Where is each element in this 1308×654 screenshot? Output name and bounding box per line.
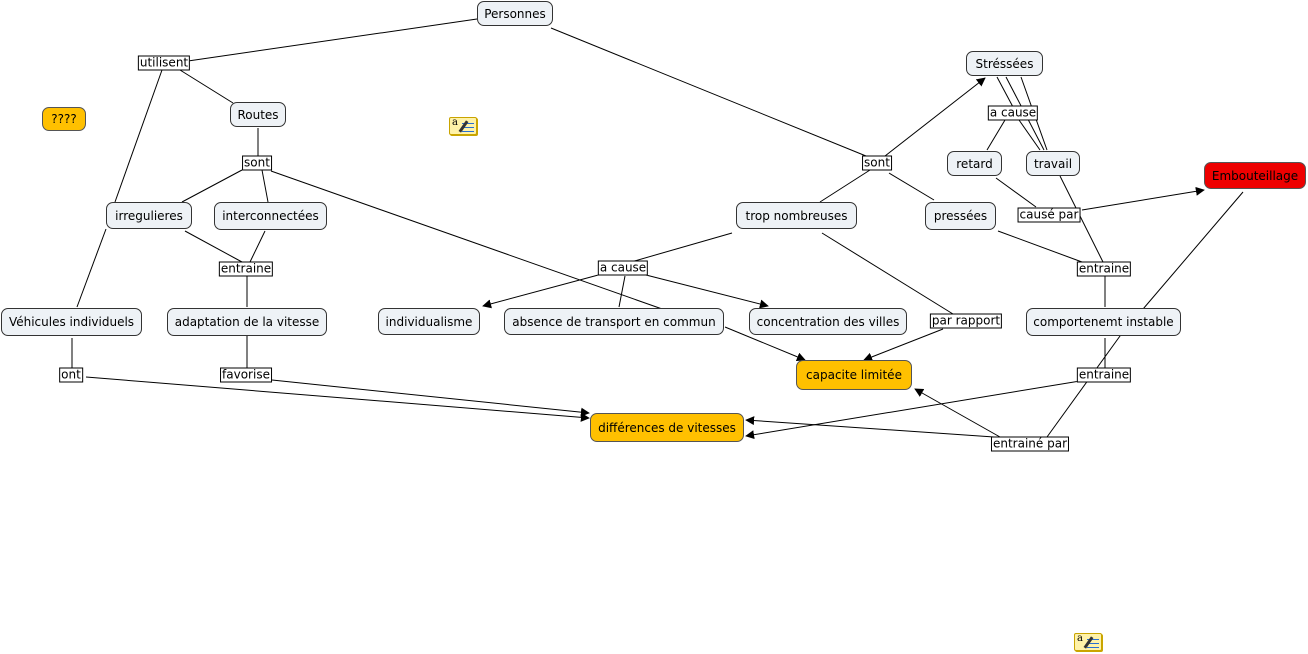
concept-unknown[interactable]: ????: [42, 107, 86, 131]
concept-concentration-villes[interactable]: concentration des villes: [749, 308, 907, 335]
link-entraine-par[interactable]: entrainé par: [990, 436, 1070, 452]
note-icon[interactable]: a: [1074, 633, 1102, 651]
concept-vehicules-individuels[interactable]: Véhicules individuels: [1, 308, 142, 336]
concept-capacite-limitee[interactable]: capacite limitée: [796, 360, 912, 390]
link-sont-personnes[interactable]: sont: [862, 155, 892, 171]
link-a-cause-trop[interactable]: a cause: [597, 260, 649, 276]
note-icon[interactable]: a: [449, 117, 477, 135]
concept-differences-vitesses[interactable]: différences de vitesses: [590, 413, 744, 442]
concept-adaptation-vitesse[interactable]: adaptation de la vitesse: [167, 308, 327, 336]
concept-absence-transport[interactable]: absence de transport en commun: [504, 308, 724, 335]
concept-pressees[interactable]: pressées: [925, 202, 996, 230]
link-entraine-comportement[interactable]: entraine: [1076, 261, 1132, 277]
link-favorise[interactable]: favorise: [220, 367, 272, 383]
link-utilisent[interactable]: utilisent: [137, 55, 191, 71]
concept-routes[interactable]: Routes: [230, 102, 286, 127]
concept-trop-nombreuses[interactable]: trop nombreuses: [736, 202, 857, 229]
concept-interconnectees[interactable]: interconnectées: [214, 202, 327, 230]
concept-retard[interactable]: retard: [947, 151, 1002, 176]
link-ont[interactable]: ont: [59, 367, 83, 383]
concept-comportement-instable[interactable]: comportenemt instable: [1026, 308, 1181, 336]
link-entraine-differences[interactable]: entraine: [1076, 367, 1132, 383]
concept-individualisme[interactable]: individualisme: [378, 308, 480, 335]
concept-irregulieres[interactable]: irregulieres: [106, 202, 192, 229]
concept-stressees[interactable]: Stréssées: [966, 51, 1043, 76]
link-cause-par[interactable]: causé par: [1017, 207, 1081, 223]
concept-personnes[interactable]: Personnes: [477, 1, 553, 26]
link-entraine-adaptation[interactable]: entraine: [218, 261, 274, 277]
link-sont-routes[interactable]: sont: [242, 155, 272, 171]
concept-embouteillage[interactable]: Embouteillage: [1204, 162, 1306, 189]
concept-travail[interactable]: travail: [1026, 151, 1080, 176]
link-par-rapport[interactable]: par rapport: [929, 313, 1003, 329]
link-a-cause-stress[interactable]: a cause: [987, 105, 1039, 121]
